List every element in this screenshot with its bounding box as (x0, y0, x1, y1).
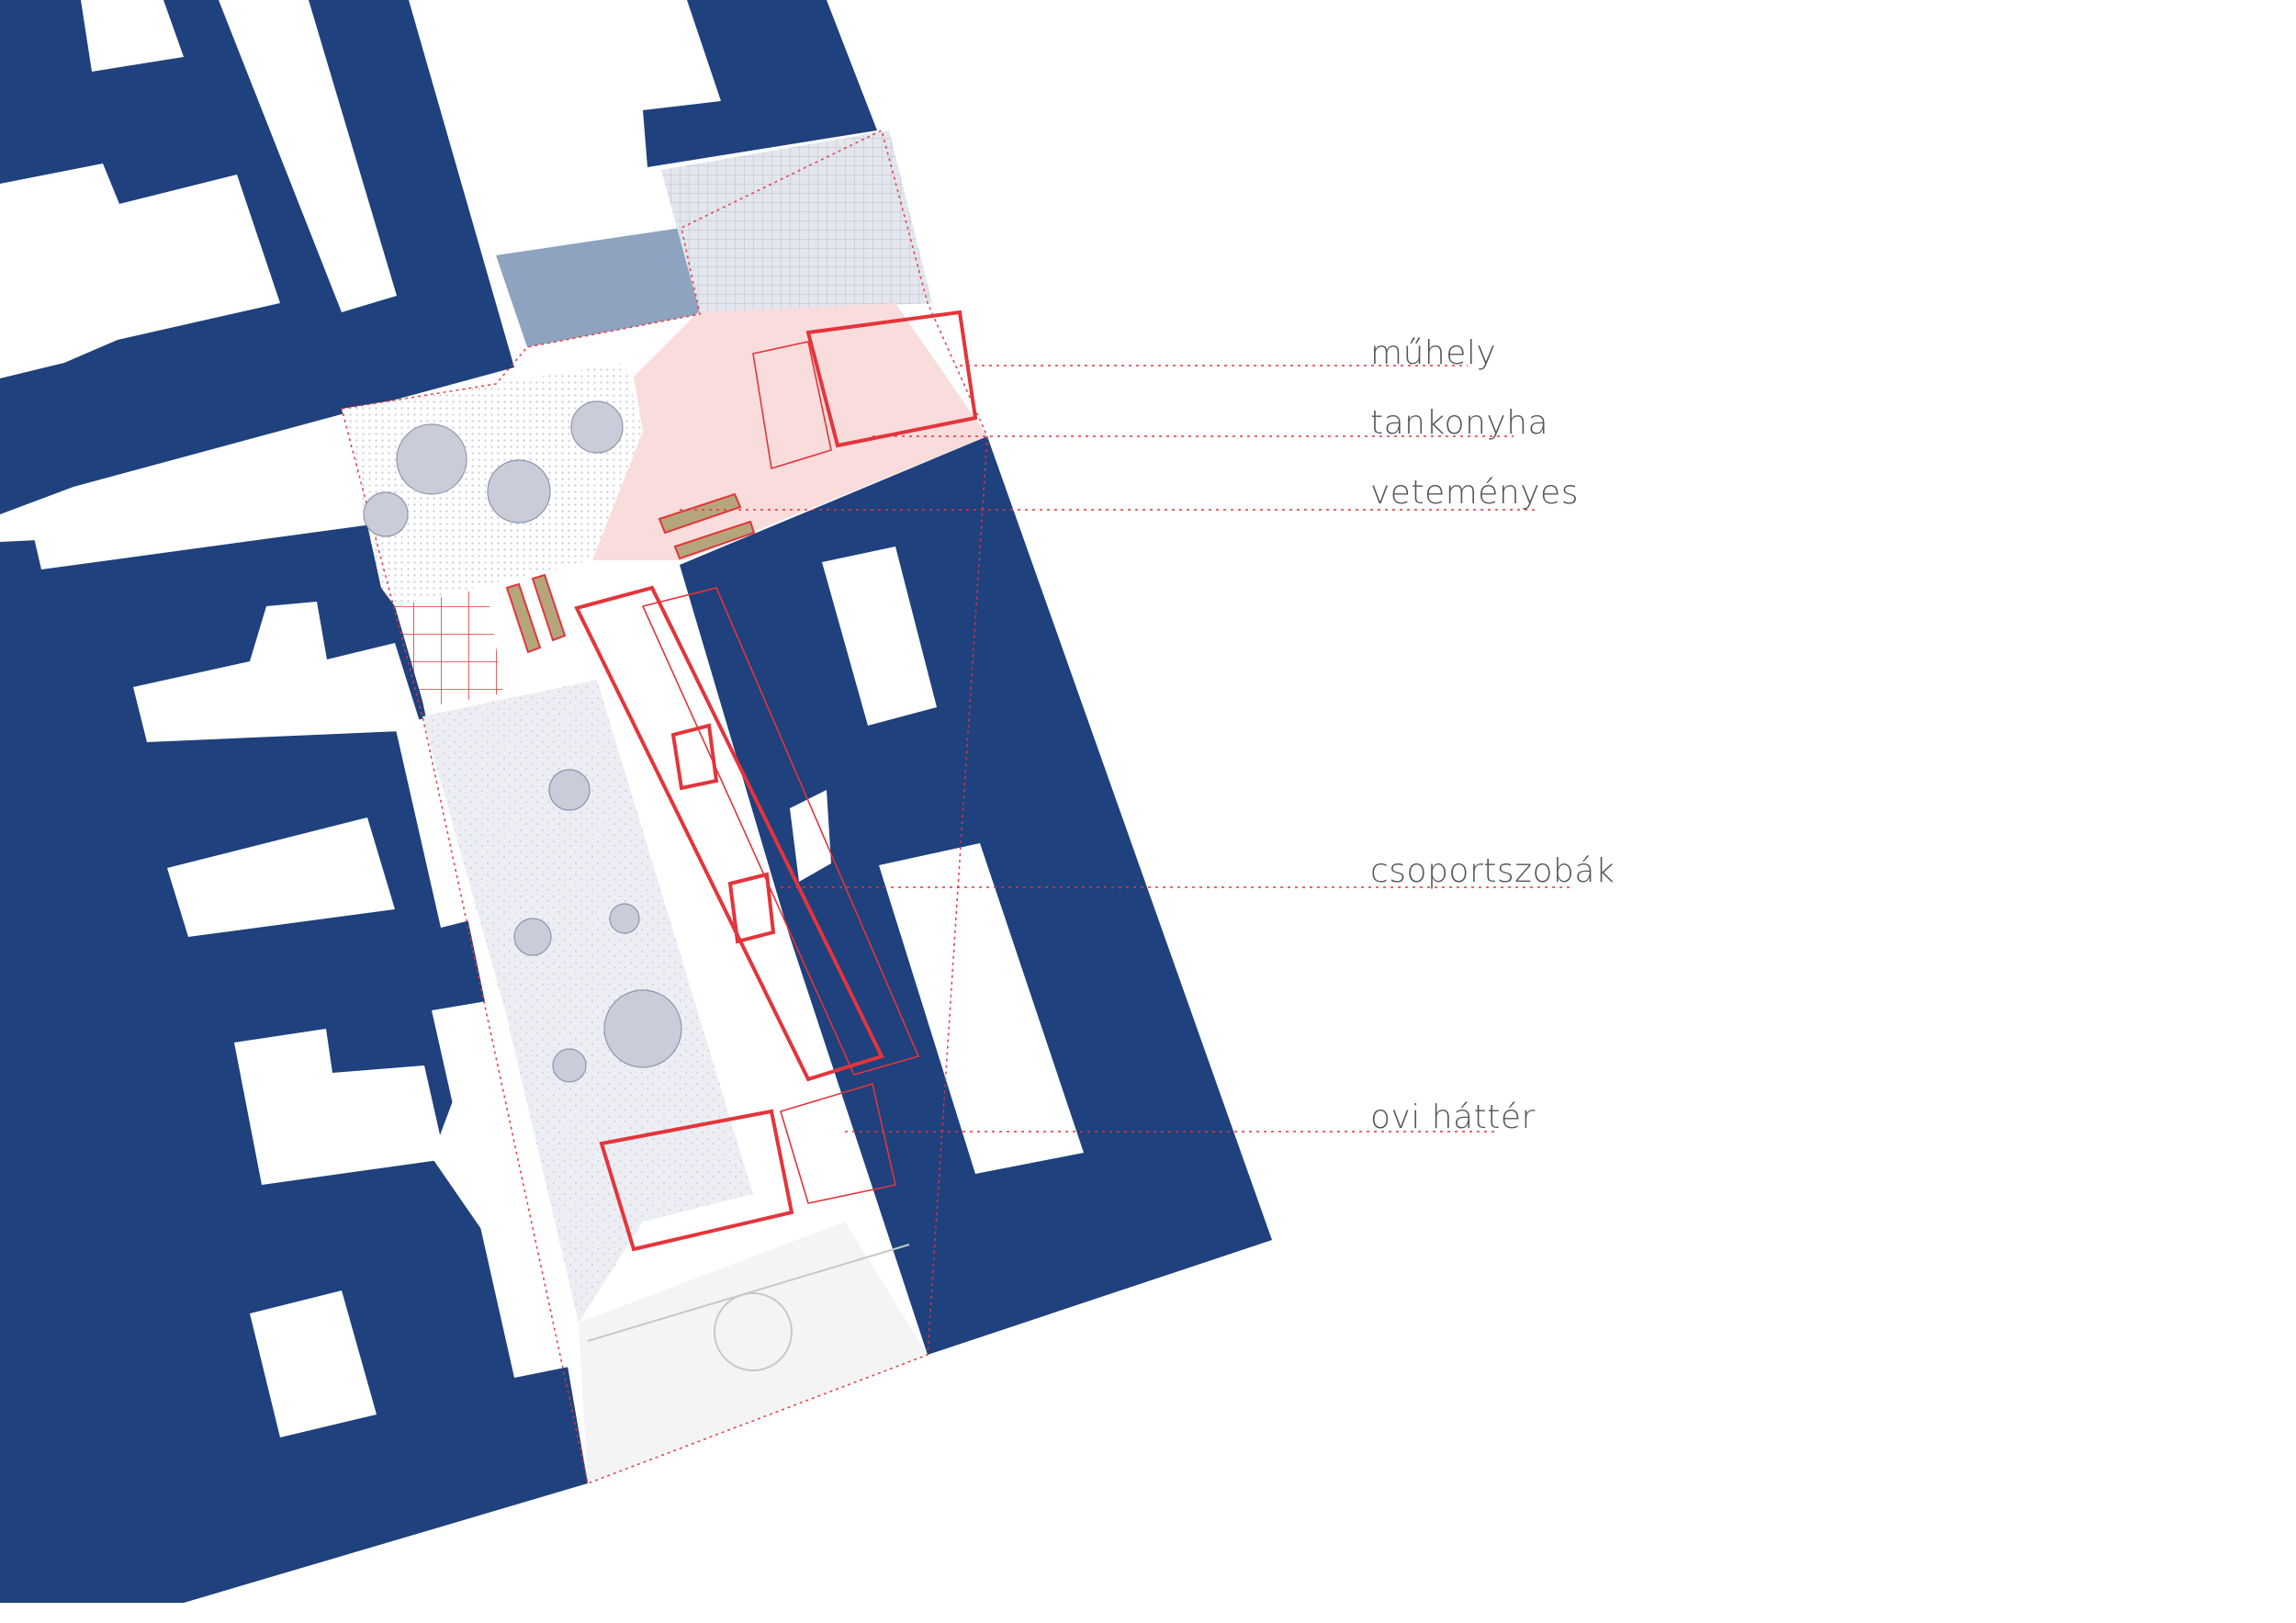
pink-zone (592, 303, 987, 560)
site-boundary (341, 129, 988, 1485)
playground-speckle (422, 680, 753, 1323)
label-tankonyha: tankonyha (1370, 404, 1548, 442)
room-labels: műhely tankonyha veteményes csoportszobá… (1370, 334, 1615, 1136)
label-csoportszobak: csoportszobák (1370, 852, 1615, 890)
building-block-left (0, 432, 606, 1603)
grid-plaza (661, 130, 932, 312)
paved-square (496, 228, 700, 347)
red-grid-court (395, 588, 503, 707)
label-vetemenyes: veteményes (1370, 474, 1579, 512)
building-block-top-center (643, 0, 877, 167)
sports-field-markings (587, 1244, 910, 1371)
vegetable-beds (505, 492, 756, 654)
site-grounds (341, 129, 988, 1485)
building-block-top-left (0, 0, 514, 514)
leader-lines (680, 365, 1572, 1133)
label-ovi-hatter: ovi háttér (1370, 1099, 1536, 1136)
label-muhely: műhely (1370, 334, 1496, 372)
surrounding-buildings (0, 0, 1272, 1603)
kindergarten-building (574, 310, 978, 1252)
building-block-right (680, 436, 1272, 1355)
sports-field (579, 1222, 928, 1483)
trees (363, 400, 682, 1083)
